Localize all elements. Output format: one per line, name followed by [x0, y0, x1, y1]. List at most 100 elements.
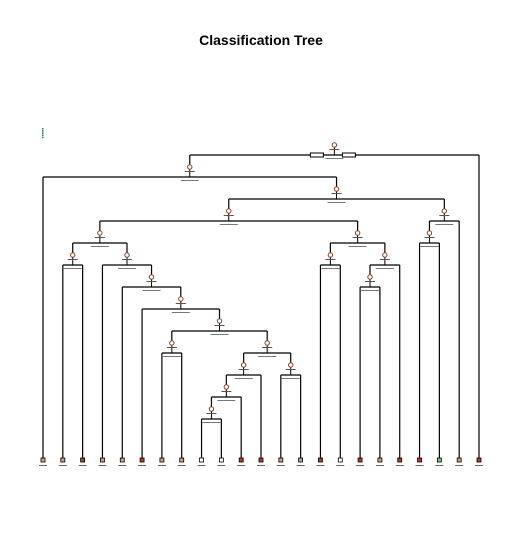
node-stat-mark [352, 237, 363, 238]
leaf-node-14 [318, 457, 323, 463]
node-stat-mark [348, 246, 367, 247]
legend-dot [42, 130, 44, 132]
split-node-1 [187, 164, 193, 170]
split-node-4 [97, 230, 103, 236]
leaf-stat-mark [395, 465, 404, 466]
split-node-8 [178, 296, 184, 302]
split-node-2 [333, 186, 340, 192]
leaf-stat-mark [197, 465, 206, 466]
leaf-stat-mark [237, 465, 246, 466]
node-stat-mark [202, 422, 221, 423]
node-stat-mark [281, 378, 300, 379]
node-stat-mark [223, 215, 234, 216]
root-marker-left [309, 152, 324, 158]
split-node-14 [208, 406, 215, 412]
leaf-node-2 [80, 457, 86, 463]
split-node-7 [148, 274, 155, 280]
split-node-3 [226, 208, 232, 214]
leaf-stat-mark [118, 465, 127, 466]
leaf-stat-mark [296, 465, 305, 466]
root-marker-right [341, 152, 356, 158]
node-stat-mark [327, 202, 346, 203]
leaf-node-3 [100, 457, 105, 463]
node-stat-mark [285, 369, 296, 370]
leaf-stat-mark [336, 465, 345, 466]
leaf-stat-mark [375, 465, 384, 466]
node-stat-mark [238, 369, 249, 370]
node-stat-mark [175, 303, 186, 304]
leaf-stat-mark [276, 465, 285, 466]
leaf-node-10 [238, 457, 244, 463]
node-stat-mark [142, 290, 161, 291]
legend-dot [42, 128, 44, 130]
node-stat-mark [214, 325, 225, 326]
node-stat-mark [361, 290, 379, 291]
node-stat-mark [166, 347, 177, 348]
split-node-18 [382, 252, 388, 258]
node-stat-mark [321, 268, 340, 269]
leaf-node-12 [278, 457, 284, 463]
leaf-node-6 [159, 457, 165, 463]
node-stat-mark [94, 237, 105, 238]
node-stat-mark [325, 259, 336, 260]
leaf-stat-mark [415, 465, 424, 466]
node-stat-mark [171, 312, 190, 313]
leaf-stat-mark [316, 465, 325, 466]
node-stat-mark [117, 268, 136, 269]
split-node-12 [240, 362, 247, 368]
chart-title: Classification Tree [199, 32, 323, 48]
leaf-stat-mark [475, 465, 483, 466]
node-stat-mark [121, 259, 132, 260]
split-node-6 [124, 252, 130, 258]
leaf-stat-mark [39, 465, 47, 466]
leaf-stat-mark [78, 465, 87, 466]
split-node-13 [223, 384, 230, 390]
leaf-node-22 [476, 457, 482, 463]
node-stat-mark [184, 171, 195, 172]
split-node-10 [169, 340, 175, 346]
node-stat-mark [262, 347, 273, 348]
node-stat-mark [365, 281, 375, 282]
node-stat-mark [420, 246, 439, 247]
node-stat-mark [206, 413, 217, 414]
node-stat-mark [217, 400, 236, 401]
leaf-stat-mark [98, 465, 107, 466]
leaf-node-16 [357, 457, 363, 463]
node-stat-mark [331, 193, 342, 194]
leaf-stat-mark [177, 465, 186, 466]
leaf-stat-mark [157, 465, 166, 466]
node-stat-mark [67, 259, 78, 260]
split-node-9 [216, 318, 223, 324]
leaf-node-0 [40, 457, 46, 463]
node-stat-mark [329, 149, 340, 150]
split-node-20 [441, 208, 448, 214]
node-stat-mark [375, 268, 394, 269]
leaf-node-7 [179, 457, 185, 463]
node-stat-mark [63, 268, 82, 269]
node-stat-mark [424, 237, 435, 238]
node-stat-mark [379, 259, 390, 260]
legend-dot [42, 136, 44, 139]
leaf-stat-mark [257, 465, 265, 466]
leaf-node-4 [119, 457, 125, 463]
node-stat-mark [325, 158, 344, 159]
leaf-node-1 [60, 457, 66, 463]
node-stat-mark [162, 356, 181, 357]
leaf-node-19 [417, 457, 422, 463]
leaf-node-20 [436, 457, 442, 463]
leaf-stat-mark [356, 465, 365, 466]
node-stat-mark [180, 180, 199, 181]
leaf-node-5 [139, 457, 145, 463]
leaf-stat-mark [138, 465, 147, 466]
node-stat-mark [90, 246, 109, 247]
leaf-node-18 [397, 457, 403, 463]
split-node-0 [331, 142, 338, 148]
split-node-16 [354, 230, 361, 236]
split-node-17 [327, 252, 334, 258]
leaf-stat-mark [58, 465, 67, 466]
leaf-node-11 [258, 457, 264, 463]
leaf-node-9 [218, 457, 224, 463]
node-stat-mark [221, 391, 232, 392]
leaf-stat-mark [217, 465, 226, 466]
